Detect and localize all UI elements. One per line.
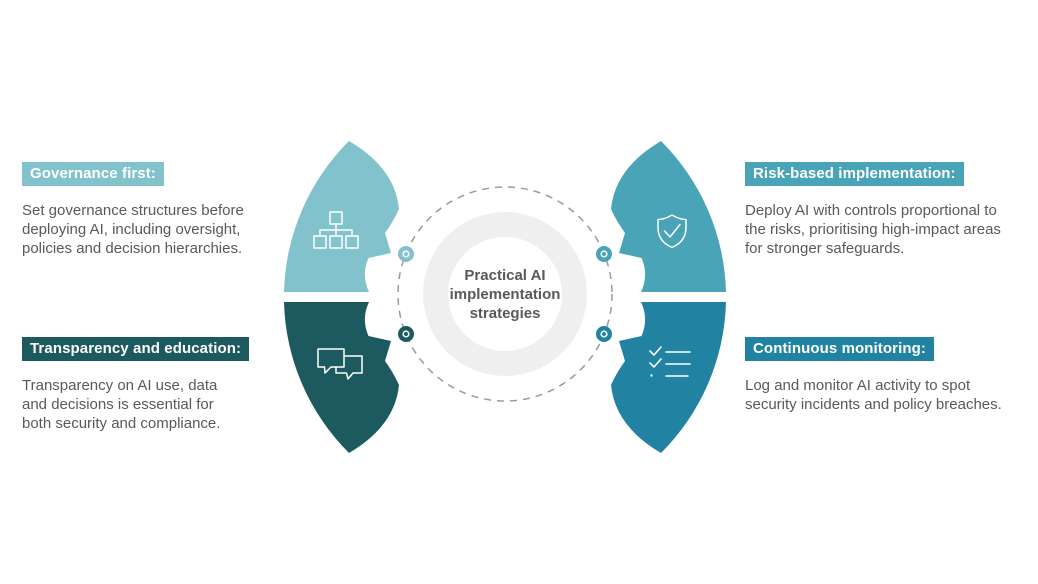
quadrant-governance-label: Governance first: <box>22 162 164 186</box>
checklist-icon <box>649 346 691 377</box>
quadrant-governance: Governance first: Set governance structu… <box>22 162 272 258</box>
quadrant-governance-body: Set governance structures before deployi… <box>22 202 244 257</box>
quadrant-risk: Risk-based implementation: Deploy AI wit… <box>745 162 1003 258</box>
chat-bubbles-icon <box>317 348 363 380</box>
quadrant-transparency-label: Transparency and education: <box>22 337 250 361</box>
org-chart-icon <box>313 211 359 249</box>
quadrant-risk-body: Deploy AI with controls proportional to … <box>745 202 1001 257</box>
quadrant-transparency: Transparency and education: Transparency… <box>22 337 250 433</box>
dot-governance <box>398 246 414 262</box>
dot-monitoring <box>596 326 612 342</box>
dashed-ring <box>397 186 613 402</box>
quadrant-monitoring-label: Continuous monitoring: <box>745 337 934 361</box>
dot-risk <box>596 246 612 262</box>
dot-transparency <box>398 326 414 342</box>
quadrant-transparency-body: Transparency on AI use, data and decisio… <box>22 377 221 432</box>
diagram-title: Practical AI implementation strategies <box>449 267 561 322</box>
petal-transparency <box>284 302 399 453</box>
shield-check-icon <box>657 214 687 249</box>
quadrant-monitoring-body: Log and monitor AI activity to spot secu… <box>745 377 1002 413</box>
quadrant-monitoring: Continuous monitoring: Log and monitor A… <box>745 337 1013 414</box>
center-disc <box>448 237 562 351</box>
petal-monitoring <box>611 302 726 453</box>
quadrant-risk-label: Risk-based implementation: <box>745 162 964 186</box>
